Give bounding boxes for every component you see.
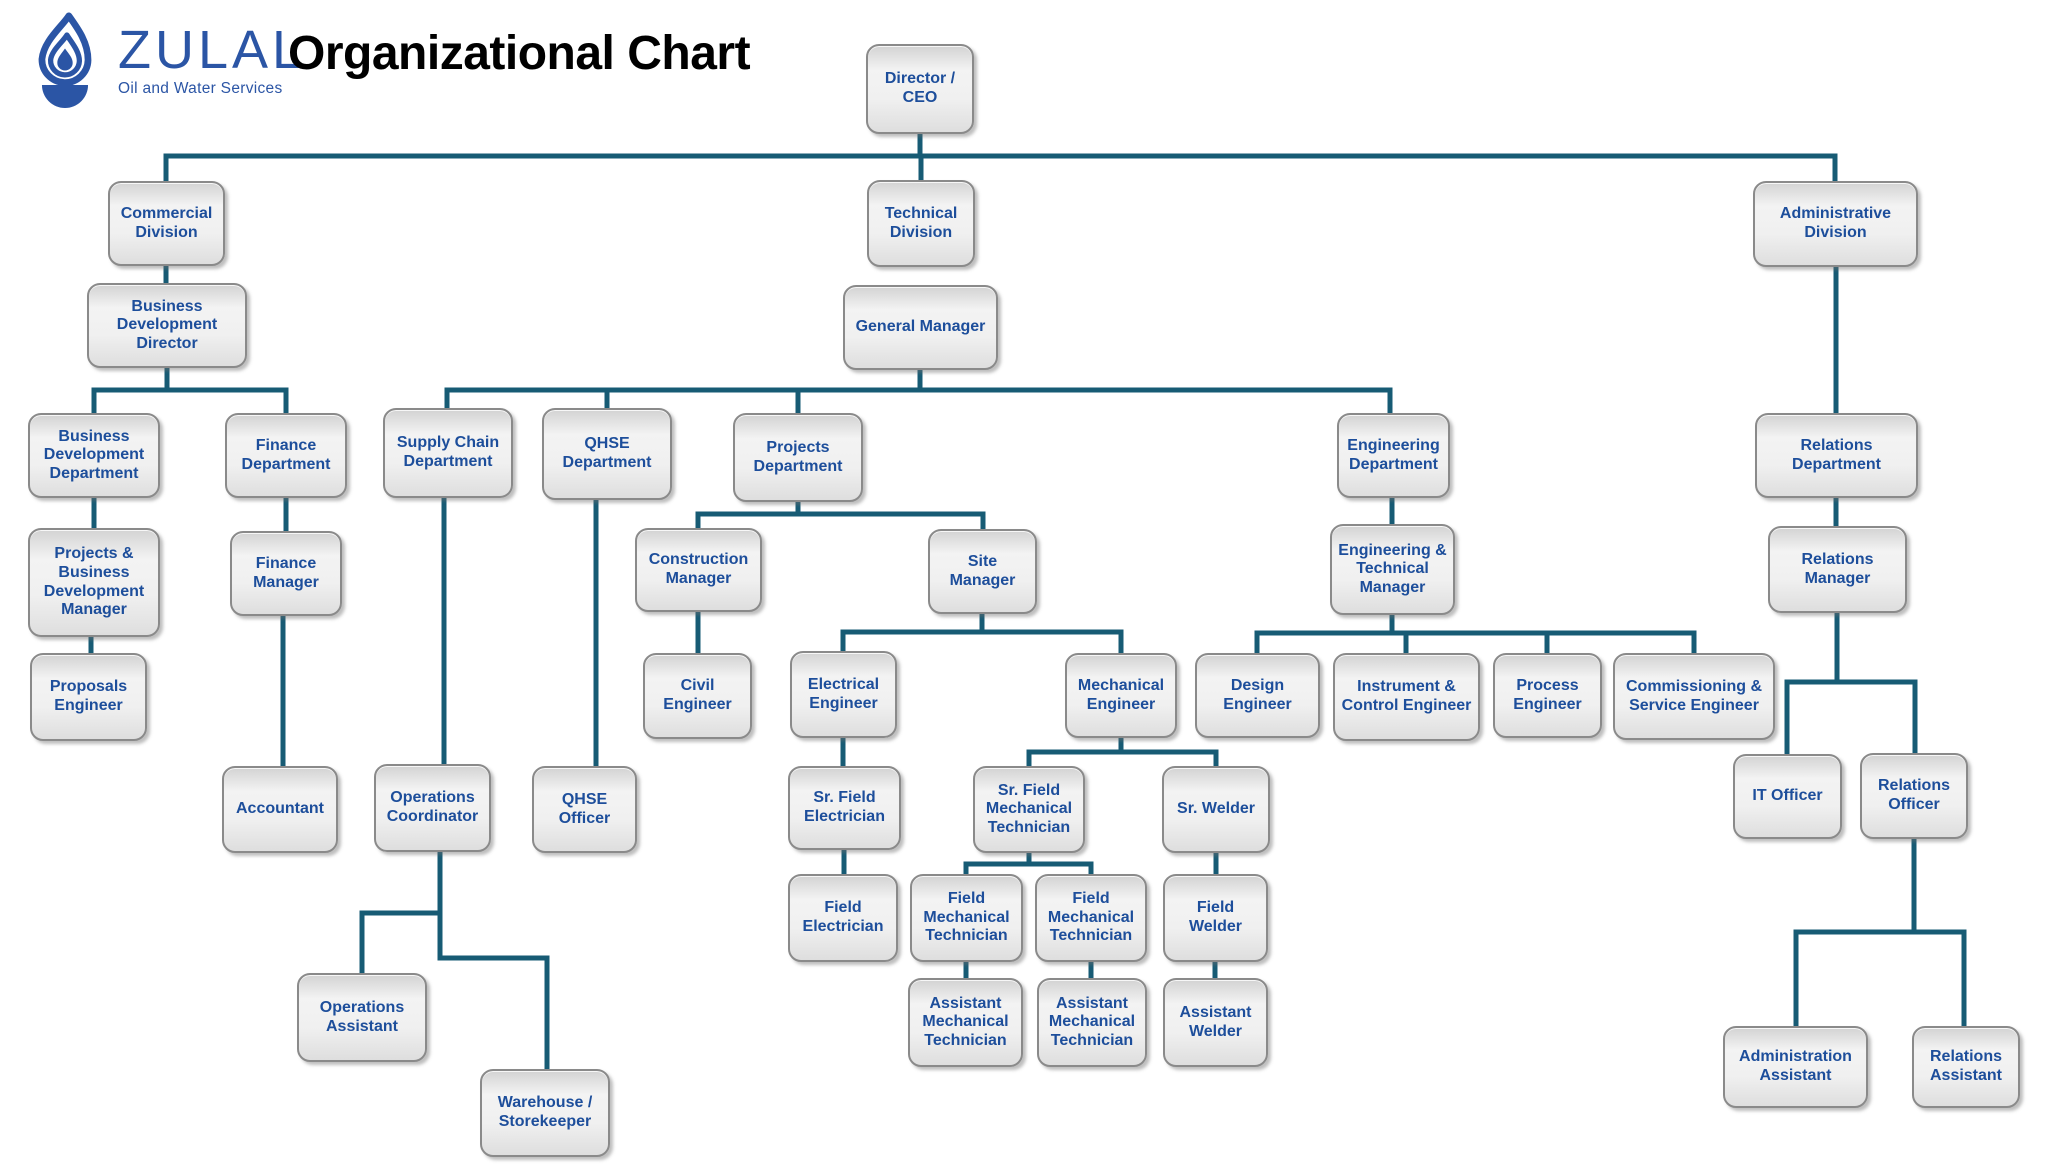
org-connector-line [1784,679,1918,756]
org-node-operations-coordinator: Operations Coordinator [374,764,491,852]
org-connector-line [1254,630,1697,655]
org-connector-line [1793,929,1967,1028]
org-node-accountant: Accountant [222,766,338,853]
org-node-electrical-engineer: Electrical Engineer [790,651,897,738]
org-node-business-development-department: Business Development Department [28,413,160,498]
org-node-assistant-mechanical-technician-1: Assistant Mechanical Technician [908,978,1023,1067]
org-node-civil-engineer: Civil Engineer [643,653,752,739]
org-node-field-mechanical-technician-1: Field Mechanical Technician [910,874,1023,962]
org-node-operations-assistant: Operations Assistant [297,973,427,1062]
org-node-design-engineer: Design Engineer [1195,653,1320,738]
org-node-site-manager: Site Manager [928,529,1037,614]
logo-tagline-text: Oil and Water Services [118,80,283,98]
org-connector-line [163,153,1838,183]
org-node-finance-department: Finance Department [225,413,347,498]
org-node-warehouse-storekeeper: Warehouse / Storekeeper [480,1069,610,1157]
org-node-engineering-department: Engineering Department [1337,413,1450,498]
org-node-qhse-department: QHSE Department [542,408,672,500]
org-node-engineering-technical-manager: Engineering & Technical Manager [1330,524,1455,615]
org-node-sr-field-mechanical-technician: Sr. Field Mechanical Technician [973,766,1085,853]
company-logo: ZULAL Oil and Water Services [26,12,306,108]
org-node-projects-department: Projects Department [733,413,863,502]
org-node-relations-assistant: Relations Assistant [1912,1026,2020,1108]
org-node-administrative-division: Administrative Division [1753,181,1918,267]
org-connector-line [437,913,550,1071]
org-node-process-engineer: Process Engineer [1493,653,1602,738]
org-connector-line [359,850,443,975]
org-node-sr-welder: Sr. Welder [1162,766,1270,853]
org-node-relations-officer: Relations Officer [1860,753,1968,839]
org-node-assistant-mechanical-technician-2: Assistant Mechanical Technician [1037,978,1147,1067]
logo-brand-text: ZULAL [118,20,307,81]
org-node-proposals-engineer: Proposals Engineer [30,653,147,741]
org-node-commissioning-service-engineer: Commissioning & Service Engineer [1613,653,1775,740]
org-connector-line [91,387,289,415]
org-node-business-development-director: Business Development Director [87,283,247,368]
org-node-mechanical-engineer: Mechanical Engineer [1065,653,1177,738]
page-title: Organizational Chart [288,27,751,80]
org-node-field-mechanical-technician-2: Field Mechanical Technician [1035,874,1147,962]
org-node-projects-bd-manager: Projects & Business Development Manager [28,528,160,637]
org-node-assistant-welder: Assistant Welder [1163,978,1268,1067]
org-node-field-electrician: Field Electrician [788,874,898,962]
org-node-supply-chain-department: Supply Chain Department [383,408,513,498]
org-node-administration-assistant: Administration Assistant [1723,1026,1868,1108]
org-node-commercial-division: Commercial Division [108,181,225,266]
org-node-technical-division: Technical Division [867,180,975,267]
water-drop-logo-icon [38,12,92,108]
org-node-instrument-control-engineer: Instrument & Control Engineer [1333,653,1480,741]
org-node-general-manager: General Manager [843,285,998,370]
org-node-relations-department: Relations Department [1755,413,1918,498]
org-node-field-welder: Field Welder [1163,874,1268,962]
org-node-relations-manager: Relations Manager [1768,526,1907,613]
org-node-finance-manager: Finance Manager [230,531,342,616]
org-node-it-officer: IT Officer [1733,754,1842,839]
org-node-qhse-officer: QHSE Officer [532,766,637,853]
org-node-construction-manager: Construction Manager [635,528,762,612]
org-node-director-ceo: Director / CEO [866,44,974,134]
org-node-sr-field-electrician: Sr. Field Electrician [788,766,901,850]
